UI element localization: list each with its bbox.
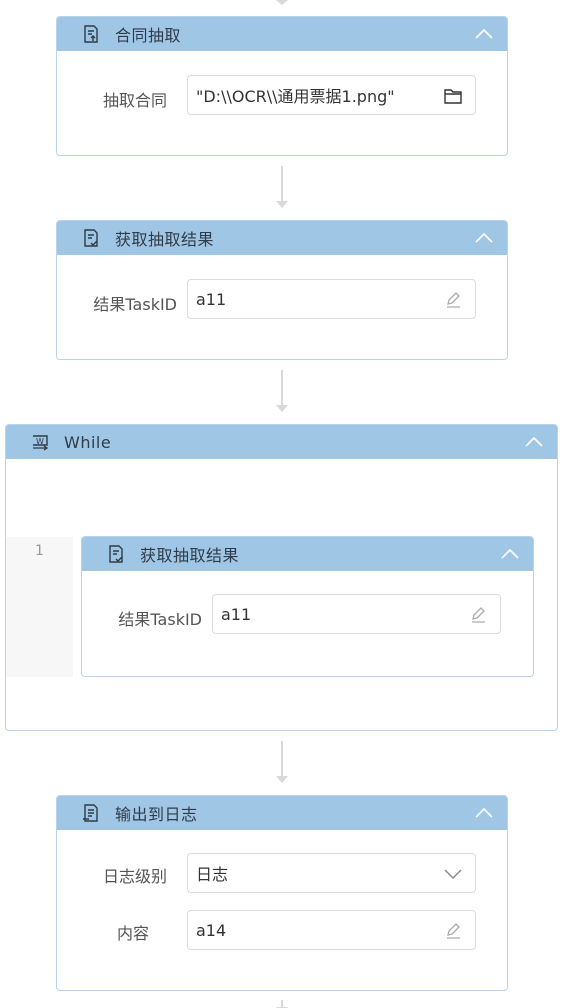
card-header[interactable]: 获取抽取结果 xyxy=(82,537,533,571)
card-header[interactable]: 合同抽取 xyxy=(57,17,507,51)
log-document-icon xyxy=(81,803,101,823)
card-header[interactable]: 获取抽取结果 xyxy=(57,221,507,255)
connector xyxy=(276,166,288,208)
card-header[interactable]: W While xyxy=(6,425,557,459)
chevron-up-icon[interactable] xyxy=(499,544,521,564)
line-number-gutter: 1 xyxy=(6,537,73,677)
card-title: 输出到日志 xyxy=(115,805,198,824)
card-header[interactable]: 输出到日志 xyxy=(57,796,507,830)
result-taskid-value: a11 xyxy=(221,604,252,624)
contract-extract-card[interactable]: 合同抽取 抽取合同 "D:\\OCR\\通用票据1.png" xyxy=(56,16,508,156)
result-taskid-label: 结果TaskID xyxy=(118,610,202,629)
result-taskid-label: 结果TaskID xyxy=(93,295,177,314)
extract-contract-label: 抽取合同 xyxy=(102,91,167,110)
connector xyxy=(276,741,288,783)
content-value: a14 xyxy=(196,920,227,940)
connector-arrow-top xyxy=(276,0,288,5)
document-check-icon xyxy=(106,544,126,564)
svg-text:W: W xyxy=(36,437,44,446)
pencil-icon[interactable] xyxy=(443,290,463,310)
line-number: 1 xyxy=(35,543,44,559)
card-title: 获取抽取结果 xyxy=(140,546,240,565)
pencil-icon[interactable] xyxy=(443,921,463,941)
inner-get-extract-result-card[interactable]: 获取抽取结果 结果TaskID a11 xyxy=(81,536,534,677)
contract-path-value: "D:\\OCR\\通用票据1.png" xyxy=(196,87,395,106)
log-output-card[interactable]: 输出到日志 日志级别 日志 内容 a14 xyxy=(56,795,508,991)
get-extract-result-card[interactable]: 获取抽取结果 结果TaskID a11 xyxy=(56,220,508,360)
folder-icon[interactable] xyxy=(443,86,463,106)
log-level-value: 日志 xyxy=(196,865,229,884)
chevron-up-icon[interactable] xyxy=(473,803,495,823)
document-upload-icon xyxy=(81,24,101,44)
log-level-label: 日志级别 xyxy=(102,867,167,886)
connector-bottom xyxy=(276,1000,288,1008)
chevron-down-icon[interactable] xyxy=(443,864,463,884)
chevron-up-icon[interactable] xyxy=(473,228,495,248)
log-level-select[interactable]: 日志 xyxy=(187,853,476,893)
pencil-icon[interactable] xyxy=(468,605,488,625)
while-loop-card[interactable]: W While 1 获取抽取结果 结果TaskID a11 xyxy=(5,424,558,731)
chevron-up-icon[interactable] xyxy=(473,24,495,44)
card-title: 合同抽取 xyxy=(115,26,182,45)
content-label: 内容 xyxy=(116,924,149,943)
document-check-icon xyxy=(81,228,101,248)
while-loop-icon: W xyxy=(30,432,50,452)
card-title: While xyxy=(64,432,112,452)
content-input[interactable]: a14 xyxy=(187,910,476,950)
result-taskid-input[interactable]: a11 xyxy=(187,279,476,319)
contract-path-input[interactable]: "D:\\OCR\\通用票据1.png" xyxy=(187,75,476,115)
card-title: 获取抽取结果 xyxy=(115,230,215,249)
result-taskid-value: a11 xyxy=(196,289,227,309)
result-taskid-input[interactable]: a11 xyxy=(212,594,501,634)
connector xyxy=(276,370,288,412)
chevron-up-icon[interactable] xyxy=(523,432,545,452)
